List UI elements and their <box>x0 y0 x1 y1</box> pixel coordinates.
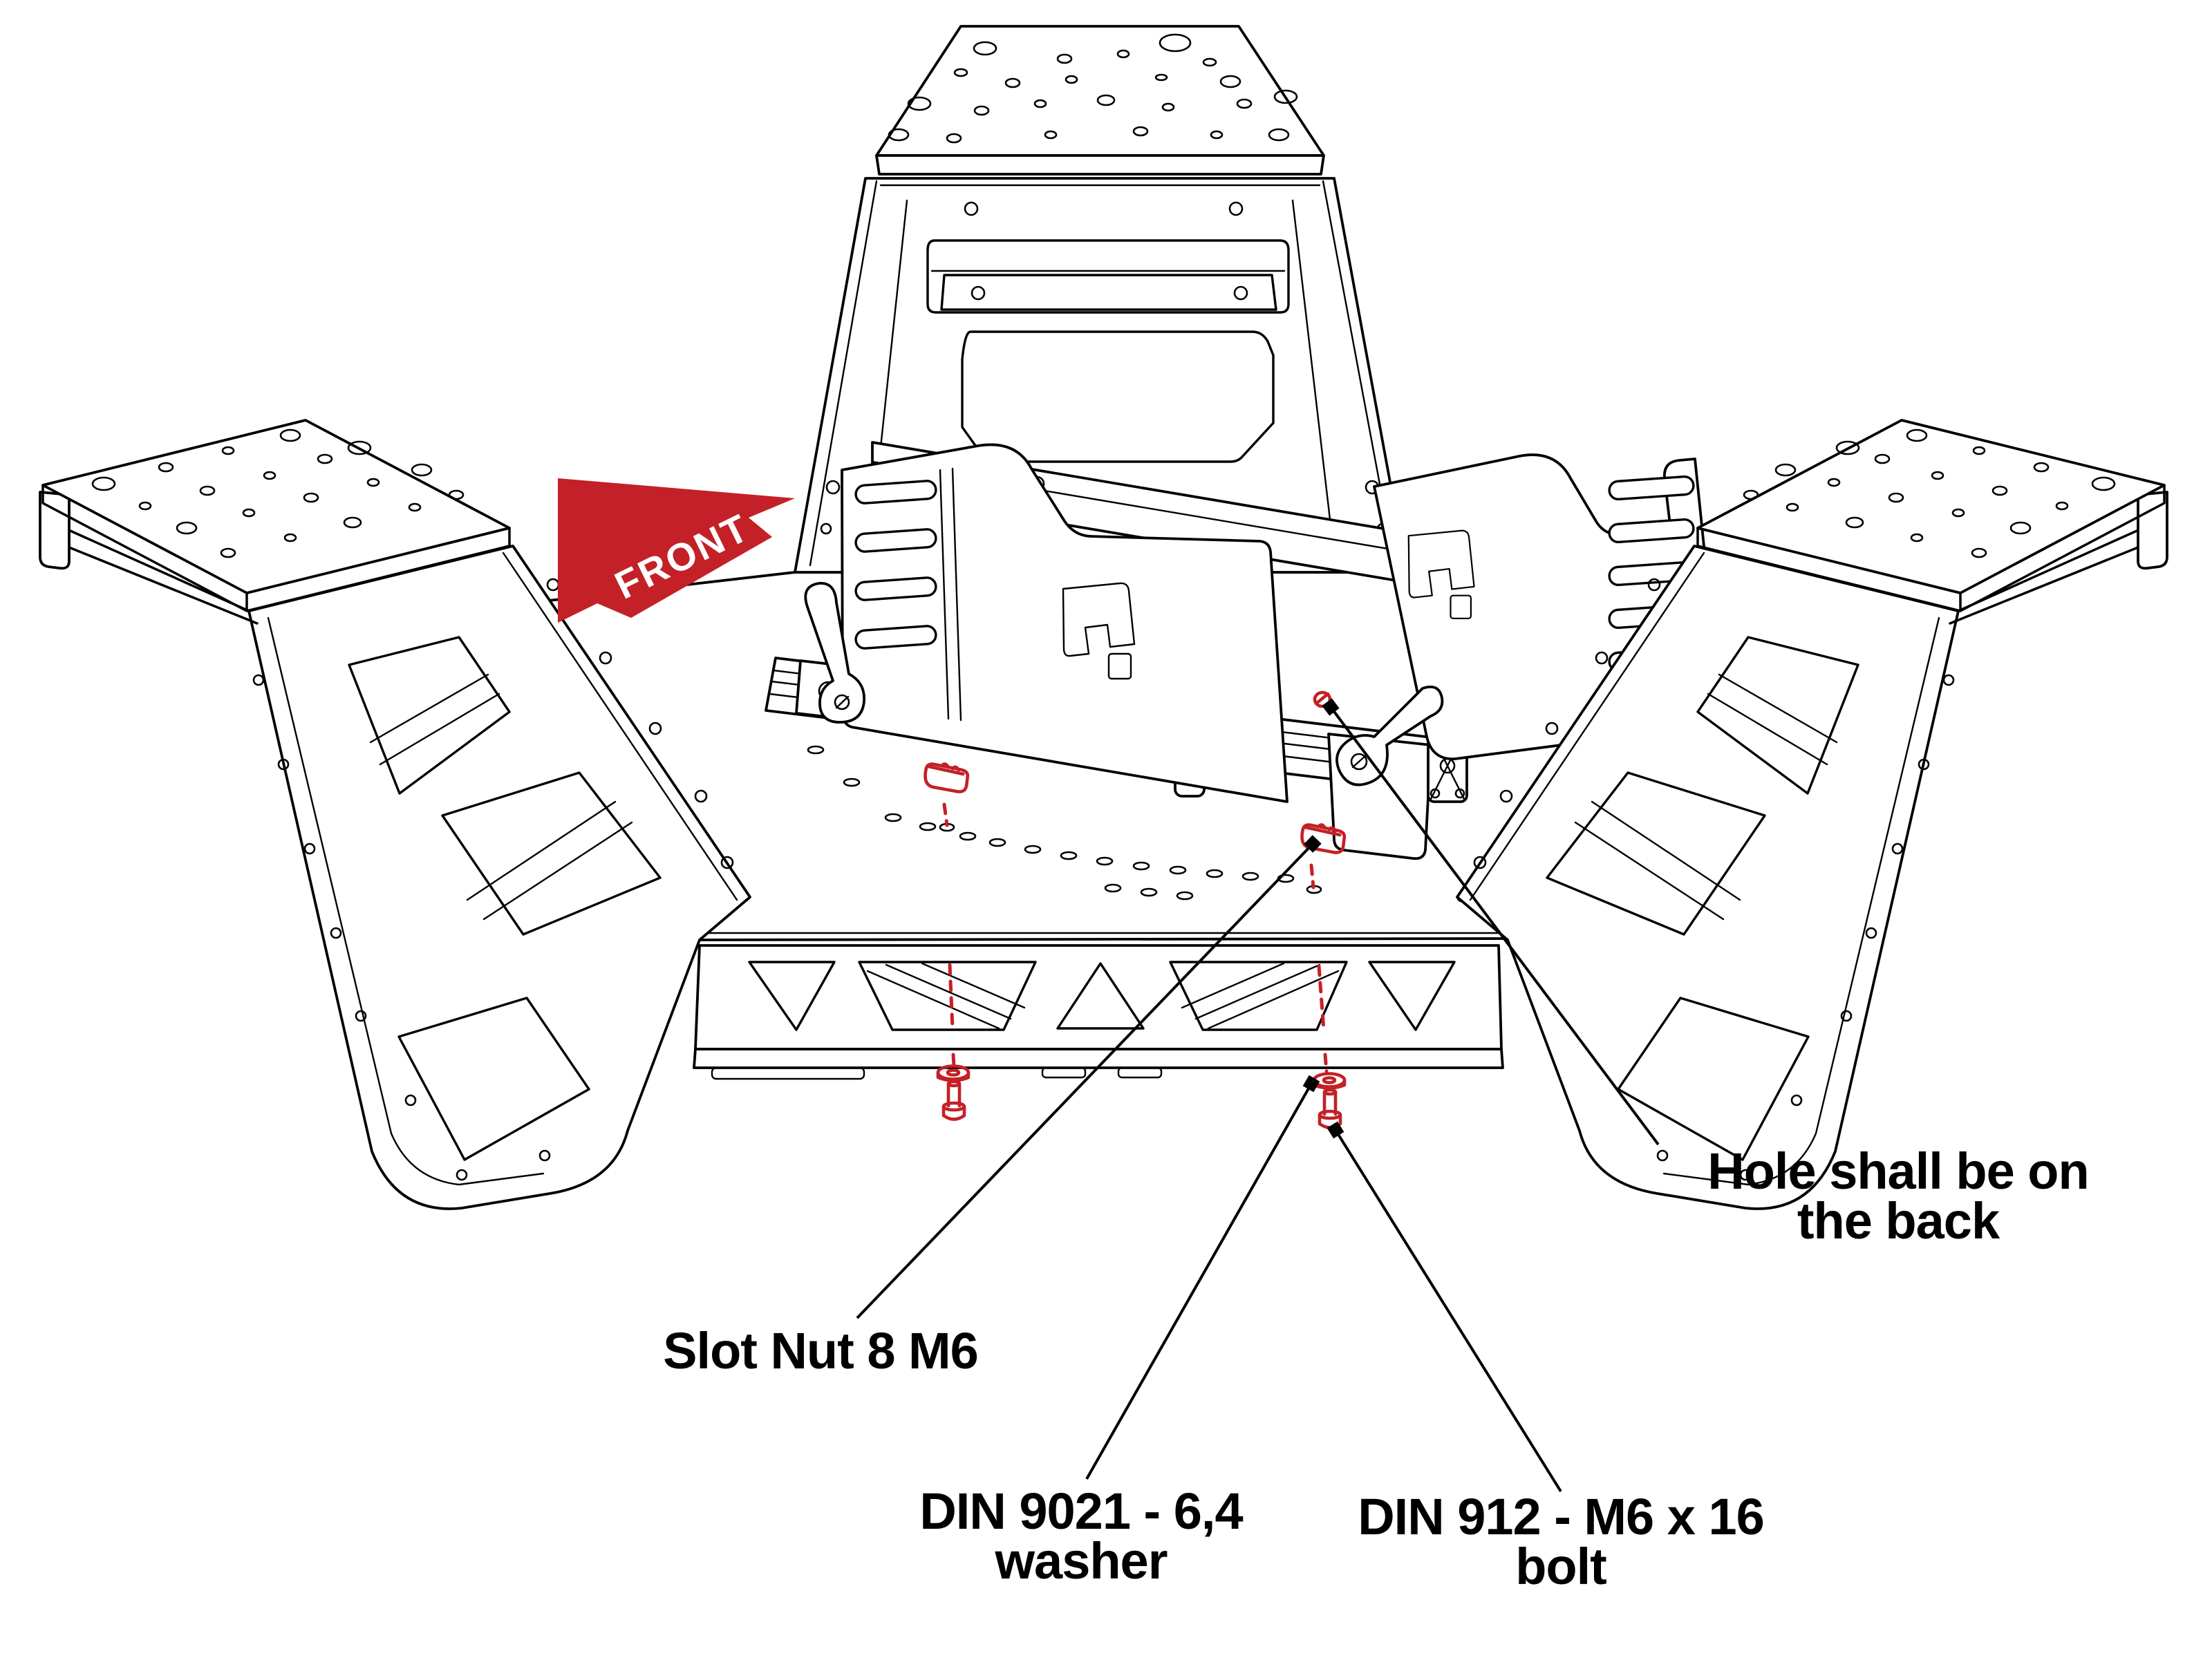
front-crossbeam <box>693 944 1504 1080</box>
tower-plate-holes <box>888 33 1298 144</box>
slot-nut-right <box>1300 823 1347 854</box>
label-hole-note-line1: Hole shall be on <box>1707 1142 2088 1200</box>
label-washer-line1: DIN 9021 - 6,4 <box>919 1482 1243 1540</box>
leader-hole-note <box>1329 706 1660 1146</box>
left-seat-bracket <box>841 443 1288 803</box>
brand-logo-cutout-left <box>1062 582 1136 680</box>
label-bolt-line1: DIN 912 - M6 x 16 <box>1358 1488 1764 1545</box>
right-leg-cutouts <box>1546 636 1859 1161</box>
left-wing-holes <box>91 428 465 558</box>
leader-lines <box>856 698 1660 1493</box>
arrowhead-icon <box>1304 835 1322 853</box>
label-bolt-line2: bolt <box>1515 1538 1606 1595</box>
arrowhead-icon <box>1322 698 1340 716</box>
brand-logo-cutout-right <box>1407 529 1475 619</box>
red-dotted-centerlines <box>942 802 1329 1073</box>
label-washer-line2: washer <box>994 1532 1167 1590</box>
left-leg-cutouts <box>348 636 662 1161</box>
leader-slot-nut <box>856 842 1314 1319</box>
right-leg-holes <box>1473 578 1955 1181</box>
left-leg-holes <box>252 578 734 1181</box>
crossbeam-cutouts <box>748 961 1456 1031</box>
annotation-labels: Slot Nut 8 M6 DIN 9021 - 6,4 washer DIN … <box>663 1142 2090 1595</box>
leader-bolt <box>1334 1129 1562 1493</box>
label-slot-nut: Slot Nut 8 M6 <box>663 1322 978 1379</box>
bolt-left <box>941 1080 966 1121</box>
left-leg-wing <box>39 419 751 1210</box>
arrowhead-icon <box>1302 1075 1320 1093</box>
label-hole-note-line2: the back <box>1797 1192 2000 1250</box>
slot-nut-left <box>924 762 970 793</box>
arrowhead-icon <box>1327 1121 1344 1139</box>
clamp-lever-left <box>804 582 865 724</box>
left-bracket-slots <box>854 480 937 650</box>
clamp-lever-right <box>1335 685 1444 786</box>
leader-washer <box>1085 1083 1313 1480</box>
bolt-right <box>1318 1088 1342 1129</box>
right-wing-holes <box>1743 428 2116 558</box>
